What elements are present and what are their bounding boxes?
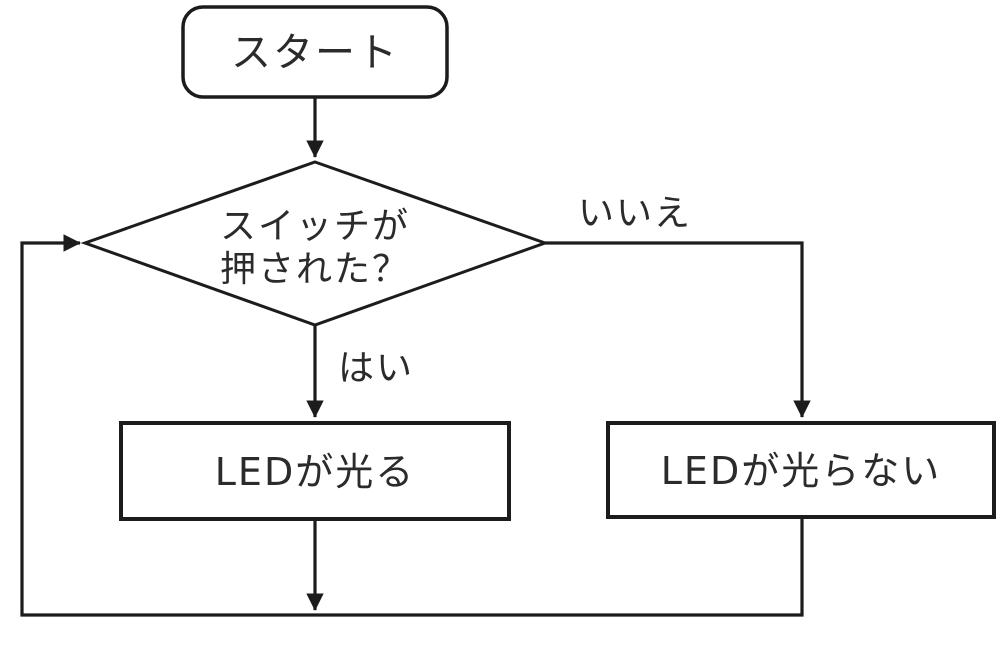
edge-no-label: いいえ [578, 193, 692, 234]
node-decision [80, 160, 550, 327]
edge-yes-label: はい [338, 348, 414, 389]
decision-label-line1: スイッチが [220, 206, 410, 247]
led-on-label: LEDが光る [215, 450, 415, 494]
decision-label-line2: 押された？ [220, 249, 410, 290]
start-label: スタート [231, 30, 399, 76]
node-led-off [606, 421, 996, 519]
node-led-on [119, 421, 511, 521]
edge-decision-no-to-led-off [545, 241, 811, 418]
node-start [181, 5, 449, 99]
edge-loop-back-to-decision [20, 234, 804, 617]
led-off-label: LEDが光らない [661, 449, 941, 493]
